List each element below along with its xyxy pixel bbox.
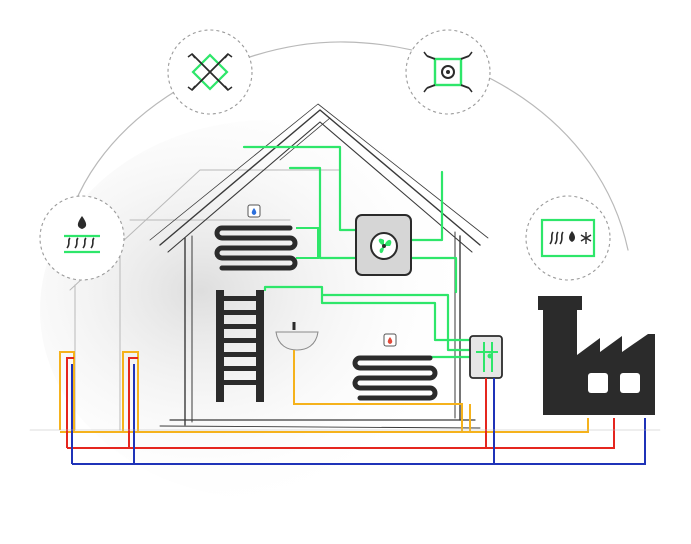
background-arc	[61, 41, 629, 251]
bubble-ventilation	[167, 29, 253, 115]
sink-icon	[275, 322, 319, 351]
utility-pipes	[59, 350, 646, 465]
fan-unit-icon	[355, 214, 412, 276]
towel-radiator-icon	[216, 290, 264, 402]
green-ducts	[242, 145, 474, 359]
floor-coil-cold-icon	[214, 204, 319, 271]
water-heating-icon	[64, 216, 100, 254]
manifold-icon	[469, 335, 503, 379]
heat-exchanger-icon	[423, 51, 473, 93]
house-shadow	[40, 120, 500, 500]
floor-coil-hot-icon	[352, 333, 438, 401]
hot-drop-icon	[387, 337, 393, 344]
cold-drop-icon	[251, 208, 257, 215]
bubble-heating-water-cooling	[525, 195, 611, 281]
snowflake-icon	[580, 232, 592, 244]
ventilation-cross-icon	[187, 52, 233, 92]
bubble-heat-exchanger	[405, 29, 491, 115]
factory-icon	[538, 296, 655, 415]
heating-water-cooling-icon	[540, 218, 596, 258]
bubble-water-heating	[39, 195, 125, 281]
